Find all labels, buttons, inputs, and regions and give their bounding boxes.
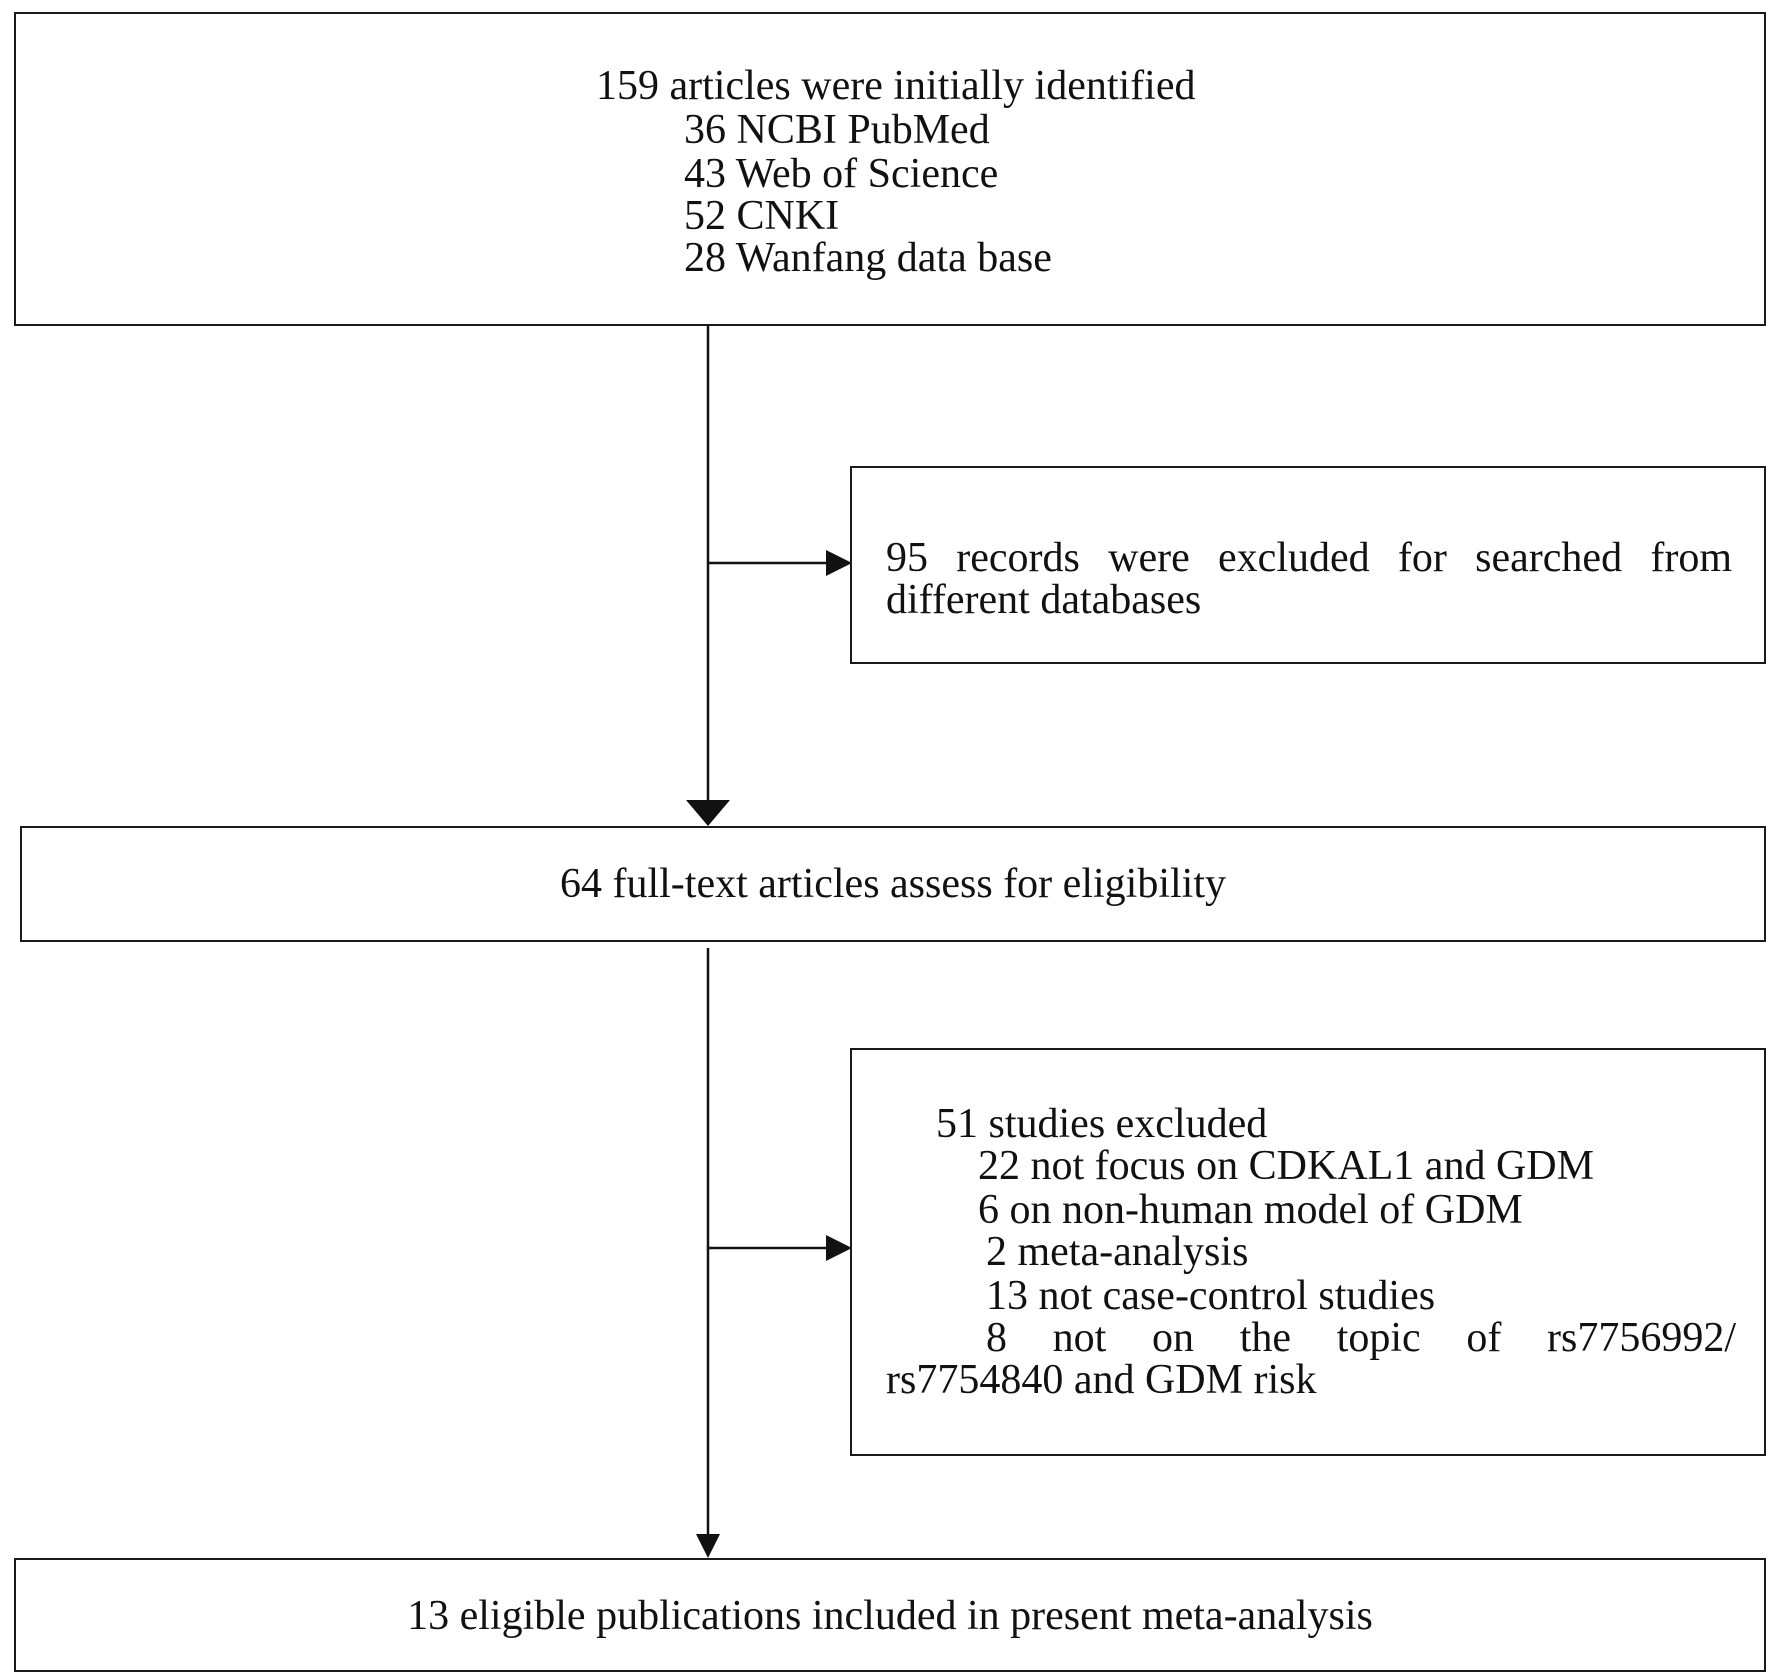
- exclusion-1-line-1: 95 records were excluded for searched fr…: [886, 535, 1732, 581]
- exclusion-box-1: 95 records were excluded for searched fr…: [850, 466, 1766, 664]
- arrowhead-to-eligibility: [686, 800, 730, 826]
- arrowhead-to-exclusion-1: [826, 550, 852, 576]
- exclusion-reason-4: 13 not case-control studies: [986, 1273, 1436, 1319]
- included-text: 13 eligible publications included in pre…: [407, 1593, 1373, 1639]
- exclusion-1-line-2: different databases: [886, 577, 1202, 623]
- source-web-of-science: 43 Web of Science: [684, 151, 999, 197]
- exclusion-reason-2: 6 on non-human model of GDM: [978, 1187, 1523, 1233]
- exclusion-box-2: 51 studies excluded 22 not focus on CDKA…: [850, 1048, 1766, 1456]
- source-cnki: 52 CNKI: [684, 193, 840, 239]
- identification-title: 159 articles were initially identified: [596, 63, 1196, 109]
- exclusion-reason-1: 22 not focus on CDKAL1 and GDM: [978, 1143, 1594, 1189]
- source-pubmed: 36 NCBI PubMed: [684, 107, 990, 153]
- exclusion-reason-5-line-1: 8 not on the topic of rs7756992/: [986, 1315, 1736, 1361]
- exclusion-2-title: 51 studies excluded: [936, 1101, 1268, 1147]
- eligibility-box: 64 full-text articles assess for eligibi…: [20, 826, 1766, 942]
- exclusion-reason-3: 2 meta-analysis: [986, 1229, 1249, 1275]
- arrowhead-to-exclusion-2: [826, 1235, 852, 1261]
- eligibility-text: 64 full-text articles assess for eligibi…: [559, 861, 1226, 907]
- source-wanfang: 28 Wanfang data base: [684, 235, 1052, 281]
- included-box: 13 eligible publications included in pre…: [14, 1558, 1766, 1672]
- arrowhead-to-included: [696, 1534, 720, 1558]
- exclusion-reason-5-line-2: rs7754840 and GDM risk: [886, 1357, 1317, 1403]
- identification-box: 159 articles were initially identified 3…: [14, 12, 1766, 326]
